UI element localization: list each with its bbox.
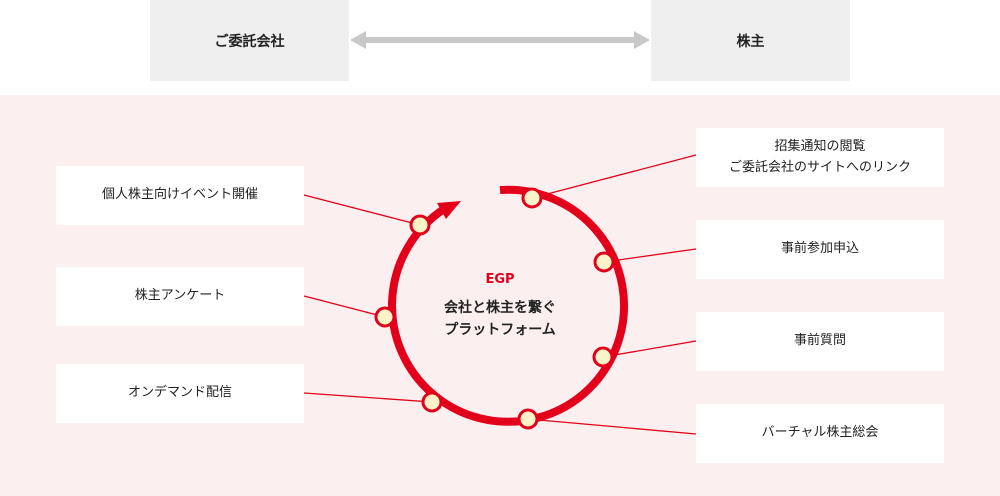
- platform-description: 会社と株主を繋ぐ プラットフォーム: [444, 300, 556, 338]
- feature-advance-questions: 事前質問: [696, 312, 944, 371]
- feature-label: 招集通知の閲覧 ご委託会社のサイトへのリンク: [728, 139, 911, 175]
- panel-pointer: [482, 152, 516, 190]
- feature-label: 個人株主向けイベント開催: [101, 187, 258, 203]
- connector-line: [303, 392, 433, 403]
- feature-label: オンデマンド配信: [127, 385, 232, 401]
- feature-shareholder-survey: 株主アンケート: [56, 267, 304, 326]
- feature-on-demand-streaming: オンデマンド配信: [56, 364, 304, 423]
- feature-label: 株主アンケート: [134, 288, 226, 304]
- connector-line: [603, 248, 697, 263]
- feature-label: 事前質問: [793, 333, 846, 349]
- feature-shareholder-events: 個人株主向けイベント開催: [56, 166, 304, 225]
- cycle-node: [593, 251, 615, 273]
- client-company-label: ご委託会社: [214, 33, 285, 50]
- cycle-node: [374, 306, 396, 328]
- cycle-arrow-head: [437, 201, 461, 219]
- feature-advance-registration: 事前参加申込: [696, 220, 944, 279]
- feature-convocation-notice: 招集通知の閲覧 ご委託会社のサイトへのリンク: [696, 128, 944, 187]
- client-company-box: ご委託会社: [150, 0, 349, 81]
- arrow-head-right: [634, 31, 650, 49]
- connector-line: [303, 194, 421, 226]
- connector-line: [602, 340, 697, 358]
- shareholder-box: 株主: [651, 0, 850, 81]
- cycle-node: [517, 408, 539, 430]
- shareholder-label: 株主: [736, 33, 765, 50]
- connector-line: [303, 295, 386, 318]
- cycle-node: [521, 187, 543, 209]
- feature-virtual-agm: バーチャル株主総会: [696, 404, 944, 463]
- arrow-head-left: [350, 31, 366, 49]
- cycle-node: [421, 391, 443, 413]
- cycle-node: [409, 214, 431, 236]
- connector-line: [527, 418, 697, 435]
- bidirectional-arrow: [350, 31, 650, 49]
- feature-label: 事前参加申込: [780, 241, 859, 257]
- connector-line: [531, 154, 697, 199]
- feature-label: バーチャル株主総会: [761, 425, 879, 441]
- egp-label: EGP: [485, 272, 515, 287]
- cycle-ring: [388, 185, 629, 426]
- cycle-node: [592, 346, 614, 368]
